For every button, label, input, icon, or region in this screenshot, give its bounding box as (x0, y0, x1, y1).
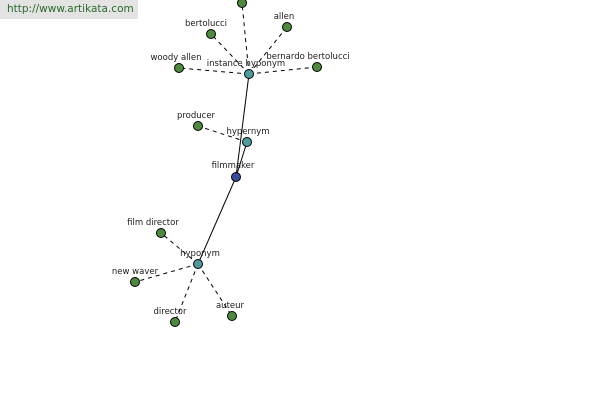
label-instance-hyponym: instance hyponym (207, 59, 285, 69)
node-bertolucci[interactable] (206, 29, 216, 39)
edge-instance-hyponym-unlabeled-top (241, 2, 250, 75)
label-hyponym: hyponym (180, 249, 220, 259)
label-filmmaker: filmmaker (212, 161, 255, 171)
node-director[interactable] (170, 317, 180, 327)
edges-layer (134, 2, 318, 323)
label-director: director (154, 307, 188, 317)
edge-instance-hyponym-woody-allen (178, 67, 250, 75)
node-instance-hyponym[interactable] (244, 69, 254, 79)
edge-instance-hyponym-bernardo-bertolucci (248, 66, 318, 75)
node-unlabeled-top[interactable] (237, 0, 247, 8)
edge-hyponym-auteur (197, 263, 233, 317)
edge-filmmaker-hyponym (197, 176, 237, 265)
nodes-layer (130, 0, 322, 327)
source-url-watermark[interactable]: http://www.artikata.com (0, 0, 138, 19)
label-film-director: film director (127, 218, 179, 228)
edge-hyponym-film-director (160, 232, 199, 265)
node-hypernym[interactable] (242, 137, 252, 147)
edge-instance-hyponym-allen (248, 26, 288, 75)
edge-hyponym-director (174, 263, 199, 323)
edge-filmmaker-instance-hyponym (235, 73, 250, 178)
node-hyponym[interactable] (193, 259, 203, 269)
edge-hypernym-producer (197, 125, 248, 143)
label-allen: allen (274, 12, 295, 22)
label-bertolucci: bertolucci (185, 19, 227, 29)
label-hypernym: hypernym (226, 127, 269, 137)
label-woody-allen: woody allen (150, 53, 201, 63)
node-auteur[interactable] (227, 311, 237, 321)
label-auteur: auteur (216, 301, 245, 311)
edge-instance-hyponym-bertolucci (210, 33, 250, 75)
node-allen[interactable] (282, 22, 292, 32)
label-new-waver: new waver (112, 267, 159, 277)
node-filmmaker[interactable] (231, 172, 241, 182)
node-woody-allen[interactable] (174, 63, 184, 73)
node-producer[interactable] (193, 121, 203, 131)
node-film-director[interactable] (156, 228, 166, 238)
node-new-waver[interactable] (130, 277, 140, 287)
label-producer: producer (177, 111, 216, 121)
edge-filmmaker-hypernym (235, 141, 248, 178)
edge-hyponym-new-waver (134, 263, 199, 283)
label-bernardo-bertolucci: bernardo bertolucci (266, 52, 349, 62)
labels-layer: producer woody allen bertolucci allen bernar… (112, 12, 350, 317)
node-bernardo-bertolucci[interactable] (312, 62, 322, 72)
